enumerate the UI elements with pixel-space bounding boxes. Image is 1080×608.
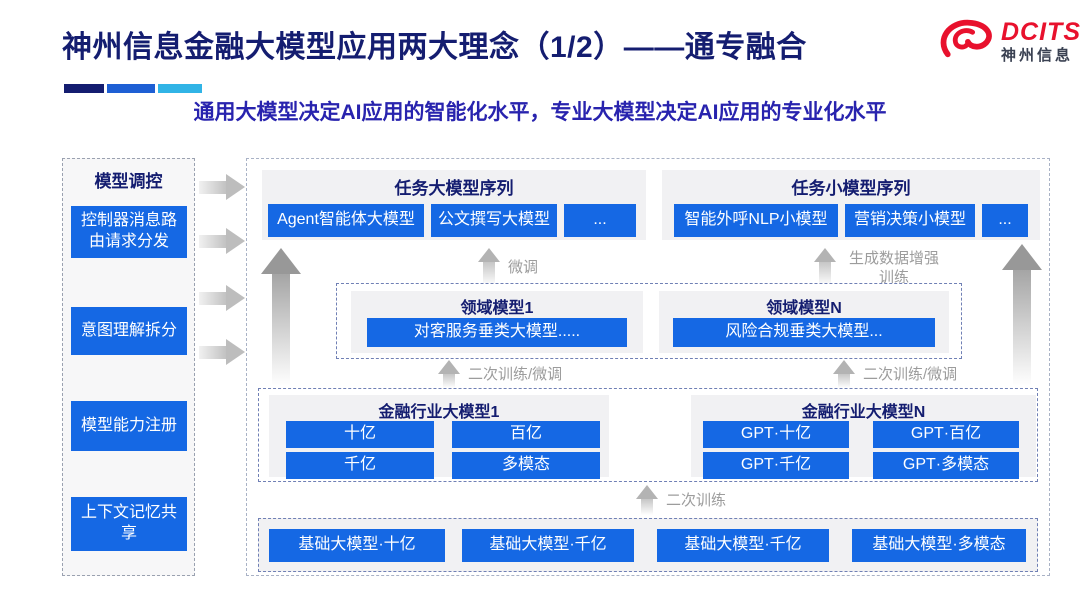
node-agent-large-model: Agent智能体大模型	[268, 204, 424, 237]
up-arrow-tall-icon	[1002, 244, 1042, 386]
node-task-large-more: ...	[564, 204, 636, 237]
node-foundation-multimodal: 基础大模型·多模态	[852, 529, 1026, 562]
accent-bar	[64, 84, 202, 93]
node-foundation-hundred-billion-1: 基础大模型·千亿	[462, 529, 634, 562]
node-document-large-model: 公文撰写大模型	[431, 204, 557, 237]
right-arrow-icon	[199, 339, 245, 365]
node-outbound-nlp-small-model: 智能外呼NLP小模型	[674, 204, 838, 237]
industry-models-container: 金融行业大模型1 十亿 百亿 千亿 多模态 金融行业大模型N GPT·十亿 GP…	[258, 388, 1038, 482]
right-arrow-icon	[199, 174, 245, 200]
domain-model-n-title: 领域模型N	[766, 300, 842, 317]
secondary-finetune-label-right: 二次训练/微调	[863, 366, 958, 383]
task-large-model-panel: 任务大模型序列 Agent智能体大模型 公文撰写大模型 ...	[262, 170, 646, 240]
sidebar-title: 模型调控	[94, 172, 163, 191]
node-risk-compliance-model: 风险合规垂类大模型...	[673, 318, 935, 347]
node-billion: 十亿	[286, 421, 434, 448]
node-customer-service-model: 对客服务垂类大模型.....	[367, 318, 627, 347]
secondary-finetune-label-left: 二次训练/微调	[468, 366, 563, 383]
sidebar-item-context: 上下文记忆共享	[71, 497, 187, 551]
dcits-logo: DCITS 神州信息	[936, 16, 1080, 67]
node-foundation-hundred-billion-2: 基础大模型·千亿	[657, 529, 829, 562]
augment-label-line1: 生成数据增强	[848, 250, 939, 267]
foundation-models-container: 基础大模型·十亿 基础大模型·千亿 基础大模型·千亿 基础大模型·多模态	[258, 518, 1038, 572]
model-control-sidebar: 模型调控 控制器消息路由请求分发 意图理解拆分 模型能力注册 上下文记忆共享	[62, 158, 195, 576]
sidebar-item-router: 控制器消息路由请求分发	[71, 206, 187, 258]
industry-model-n-panel: 金融行业大模型N GPT·十亿 GPT·百亿 GPT·千亿 GPT·多模态	[691, 395, 1036, 479]
up-arrow-tall-icon	[261, 248, 301, 386]
right-arrow-icon	[199, 285, 245, 311]
right-arrow-icon	[199, 228, 245, 254]
domain-model-1-panel: 领域模型1 对客服务垂类大模型.....	[351, 291, 643, 353]
augment-label-line2: 训练	[878, 269, 909, 286]
logo-brand-cn: 神州信息	[1001, 47, 1074, 64]
accent-segment-cyan	[158, 84, 202, 93]
accent-segment-navy	[64, 84, 104, 93]
accent-segment-blue	[107, 84, 155, 93]
industry-model-1-title: 金融行业大模型1	[378, 404, 500, 421]
industry-model-n-title: 金融行业大模型N	[801, 404, 926, 421]
domain-model-1-title: 领域模型1	[460, 300, 534, 317]
page-title: 神州信息金融大模型应用两大理念（1/2）——通专融合	[62, 31, 807, 64]
node-hundred-billion: 千亿	[286, 452, 434, 479]
task-small-model-title: 任务小模型序列	[791, 179, 911, 198]
finetune-label: 微调	[508, 259, 539, 276]
node-gpt-multimodal: GPT·多模态	[873, 452, 1019, 479]
slide-subtitle: 通用大模型决定AI应用的智能化水平，专业大模型决定AI应用的专业化水平	[193, 101, 887, 124]
secondary-training-label: 二次训练	[666, 492, 727, 509]
domain-models-container: 领域模型1 对客服务垂类大模型..... 领域模型N 风险合规垂类大模型...	[336, 283, 962, 359]
sidebar-item-registry: 模型能力注册	[71, 401, 187, 451]
task-small-model-panel: 任务小模型序列 智能外呼NLP小模型 营销决策小模型 ...	[662, 170, 1040, 240]
up-arrow-icon	[438, 360, 460, 388]
node-marketing-small-model: 营销决策小模型	[845, 204, 975, 237]
logo-brand-text: DCITS	[1001, 17, 1080, 46]
node-ten-billion: 百亿	[452, 421, 600, 448]
node-gpt-ten-billion: GPT·百亿	[873, 421, 1019, 448]
up-arrow-icon	[478, 248, 500, 286]
node-foundation-billion: 基础大模型·十亿	[269, 529, 445, 562]
augment-training-label: 生成数据增强 训练	[843, 249, 945, 287]
up-arrow-icon	[833, 360, 855, 388]
node-task-small-more: ...	[982, 204, 1028, 237]
domain-model-n-panel: 领域模型N 风险合规垂类大模型...	[659, 291, 949, 353]
node-multimodal: 多模态	[452, 452, 600, 479]
industry-model-1-panel: 金融行业大模型1 十亿 百亿 千亿 多模态	[269, 395, 609, 479]
up-arrow-icon	[636, 485, 658, 515]
sidebar-item-intent: 意图理解拆分	[71, 307, 187, 355]
node-gpt-billion: GPT·十亿	[703, 421, 849, 448]
task-large-model-title: 任务大模型序列	[394, 179, 514, 198]
dcits-swirl-icon	[936, 16, 994, 67]
up-arrow-icon	[814, 248, 836, 286]
node-gpt-hundred-billion: GPT·千亿	[703, 452, 849, 479]
